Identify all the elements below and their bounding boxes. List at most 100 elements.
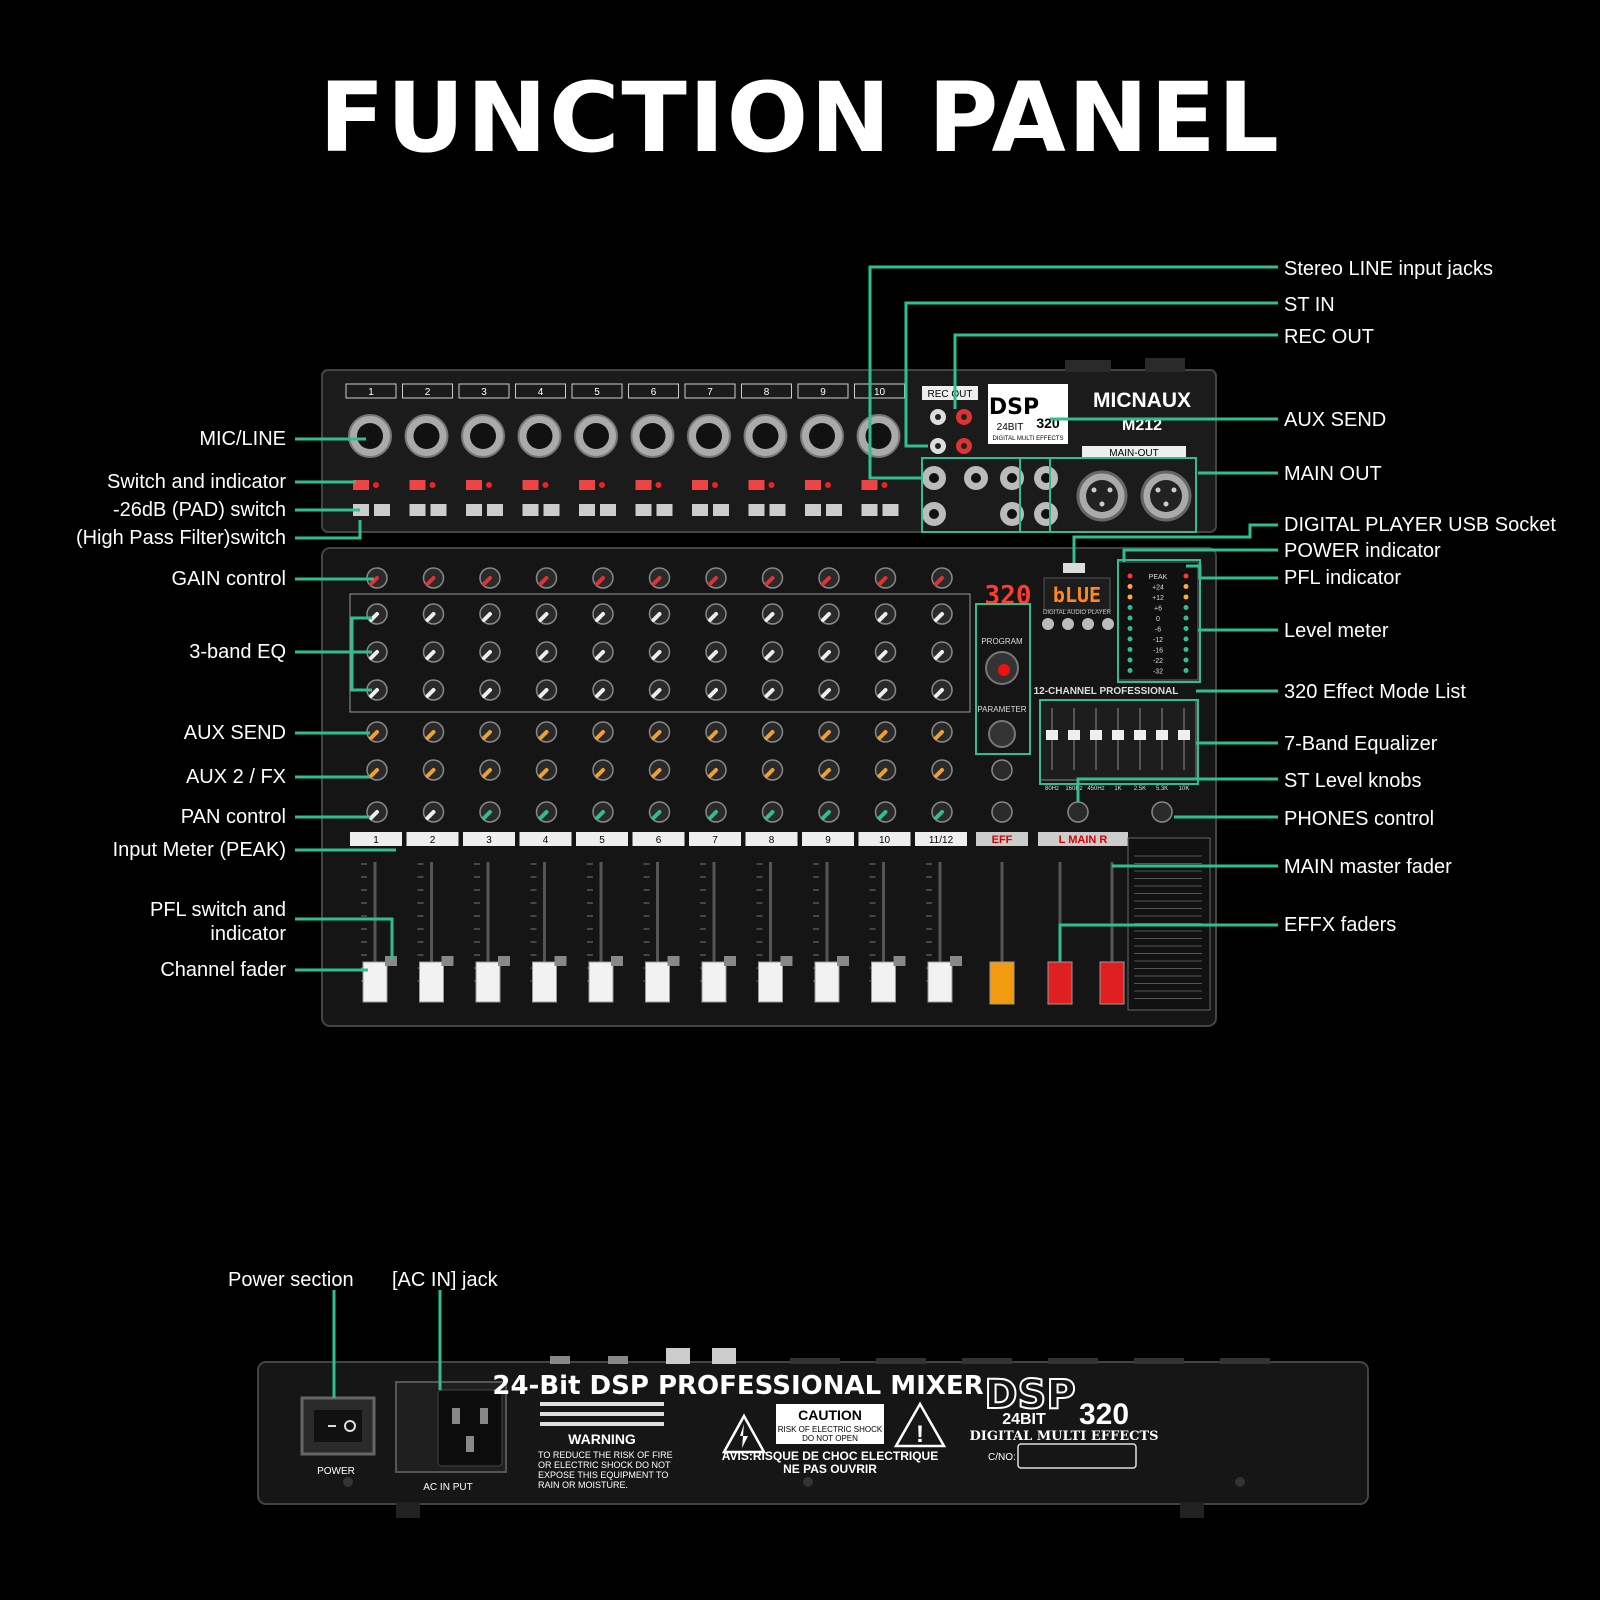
pad-switch[interactable] <box>409 504 426 516</box>
dsp-bits: 24BIT <box>997 422 1024 433</box>
label-effx-faders: EFFX faders <box>1284 914 1397 936</box>
channel-fader[interactable] <box>645 961 670 1003</box>
power-label: POWER <box>317 1466 355 1477</box>
warning-title: WARNING <box>568 1431 636 1447</box>
channel-fader[interactable] <box>475 961 501 1003</box>
pad-switch[interactable] <box>748 504 765 516</box>
serial-box <box>1017 1443 1137 1469</box>
parameter-label: PARAMETER <box>977 705 1026 714</box>
channel-fader[interactable] <box>419 961 444 1003</box>
channel-label-box <box>915 832 967 846</box>
pfl-switch[interactable] <box>385 956 397 966</box>
meter-mark: +24 <box>1152 585 1164 592</box>
hpf-switch[interactable] <box>826 504 842 516</box>
pad-switch[interactable] <box>466 504 482 516</box>
channel-fader[interactable] <box>814 961 840 1003</box>
pad-switch[interactable] <box>861 504 878 516</box>
pad-switch[interactable] <box>692 504 708 516</box>
hpf-switch[interactable] <box>430 504 447 516</box>
cno-label: C/NO: <box>988 1452 1016 1463</box>
channel-number-box <box>571 383 623 399</box>
effx-fader[interactable] <box>989 961 1015 1005</box>
hpf-switch[interactable] <box>882 504 899 516</box>
hpf-switch[interactable] <box>656 504 673 516</box>
channel-number: 2 <box>425 387 431 398</box>
pad-switch[interactable] <box>635 504 652 516</box>
channel-fader[interactable] <box>927 961 953 1003</box>
hpf-switch[interactable] <box>600 504 616 516</box>
knob-pointer <box>821 576 831 586</box>
channel-fader[interactable] <box>758 961 783 1003</box>
phantom-switch[interactable] <box>861 480 878 490</box>
geq-slider[interactable] <box>1090 730 1102 740</box>
knob-pointer <box>538 688 549 698</box>
geq-slider[interactable] <box>1046 730 1058 740</box>
pfl-switch[interactable] <box>554 956 567 966</box>
pfl-switch[interactable] <box>611 956 623 966</box>
geq-slider[interactable] <box>1112 730 1124 740</box>
channel-fader[interactable] <box>871 961 896 1003</box>
hpf-switch[interactable] <box>487 504 503 516</box>
pfl-switch[interactable] <box>724 956 736 966</box>
aux2-master-knob[interactable] <box>991 759 1013 781</box>
stereo-line-jacks[interactable] <box>922 466 1058 526</box>
phantom-switch[interactable] <box>409 480 426 490</box>
hpf-switch[interactable] <box>543 504 560 516</box>
hpf-switch[interactable] <box>713 504 729 516</box>
phantom-switch[interactable] <box>522 480 539 490</box>
pfl-switch[interactable] <box>441 956 454 966</box>
pad-switch[interactable] <box>579 504 595 516</box>
channel-fader[interactable] <box>532 961 557 1003</box>
phantom-switch[interactable] <box>353 480 369 490</box>
main-fader[interactable] <box>1047 961 1073 1005</box>
label-power-section: Power section <box>228 1269 354 1291</box>
phantom-switch[interactable] <box>466 480 482 490</box>
rca-jacks[interactable] <box>930 409 972 454</box>
channel-fader[interactable] <box>362 961 388 1003</box>
pfl-switch[interactable] <box>837 956 849 966</box>
xlr-main-out[interactable] <box>1076 470 1192 522</box>
pfl-switch[interactable] <box>893 956 906 966</box>
hpf-switch[interactable] <box>769 504 786 516</box>
parameter-knob[interactable] <box>988 720 1016 748</box>
knob-pointer <box>538 650 549 660</box>
channel-fader[interactable] <box>701 961 727 1003</box>
combo-jack-inner <box>357 423 383 449</box>
st-level-knob[interactable] <box>1067 801 1089 823</box>
geq-freq: 2.5K <box>1134 786 1146 792</box>
phones-knob[interactable] <box>1151 801 1173 823</box>
knob-pointer <box>764 768 775 778</box>
pfl-switch[interactable] <box>498 956 510 966</box>
phantom-switch[interactable] <box>692 480 708 490</box>
usb-socket[interactable] <box>1063 563 1085 573</box>
label-7band-eq: 7-Band Equalizer <box>1284 733 1438 755</box>
knob-pointer <box>651 730 662 740</box>
knob-pointer <box>482 612 492 622</box>
pfl-switch[interactable] <box>950 956 962 966</box>
geq-slider[interactable] <box>1156 730 1168 740</box>
geq-slider[interactable] <box>1178 730 1190 740</box>
pfl-switch[interactable] <box>667 956 680 966</box>
eff-master-knob[interactable] <box>991 801 1013 823</box>
hpf-switch[interactable] <box>374 504 390 516</box>
knob-pointer <box>595 688 605 698</box>
player-buttons[interactable] <box>1042 618 1114 630</box>
geq-slider[interactable] <box>1068 730 1080 740</box>
pad-switch[interactable] <box>522 504 539 516</box>
pad-switch[interactable] <box>805 504 821 516</box>
phantom-switch[interactable] <box>579 480 595 490</box>
channel-fader[interactable] <box>588 961 614 1003</box>
phantom-switch[interactable] <box>805 480 821 490</box>
knob-pointer <box>651 612 662 622</box>
main-fader[interactable] <box>1099 961 1125 1005</box>
pad-switch[interactable] <box>353 504 369 516</box>
pfl-switch[interactable] <box>780 956 793 966</box>
geq-slider[interactable] <box>1134 730 1146 740</box>
channel-label: 1 <box>373 835 379 846</box>
knob-pointer <box>764 688 775 698</box>
knob-pointer <box>877 576 888 586</box>
phantom-switch[interactable] <box>748 480 765 490</box>
knob-pointer <box>369 768 379 778</box>
phantom-switch[interactable] <box>635 480 652 490</box>
